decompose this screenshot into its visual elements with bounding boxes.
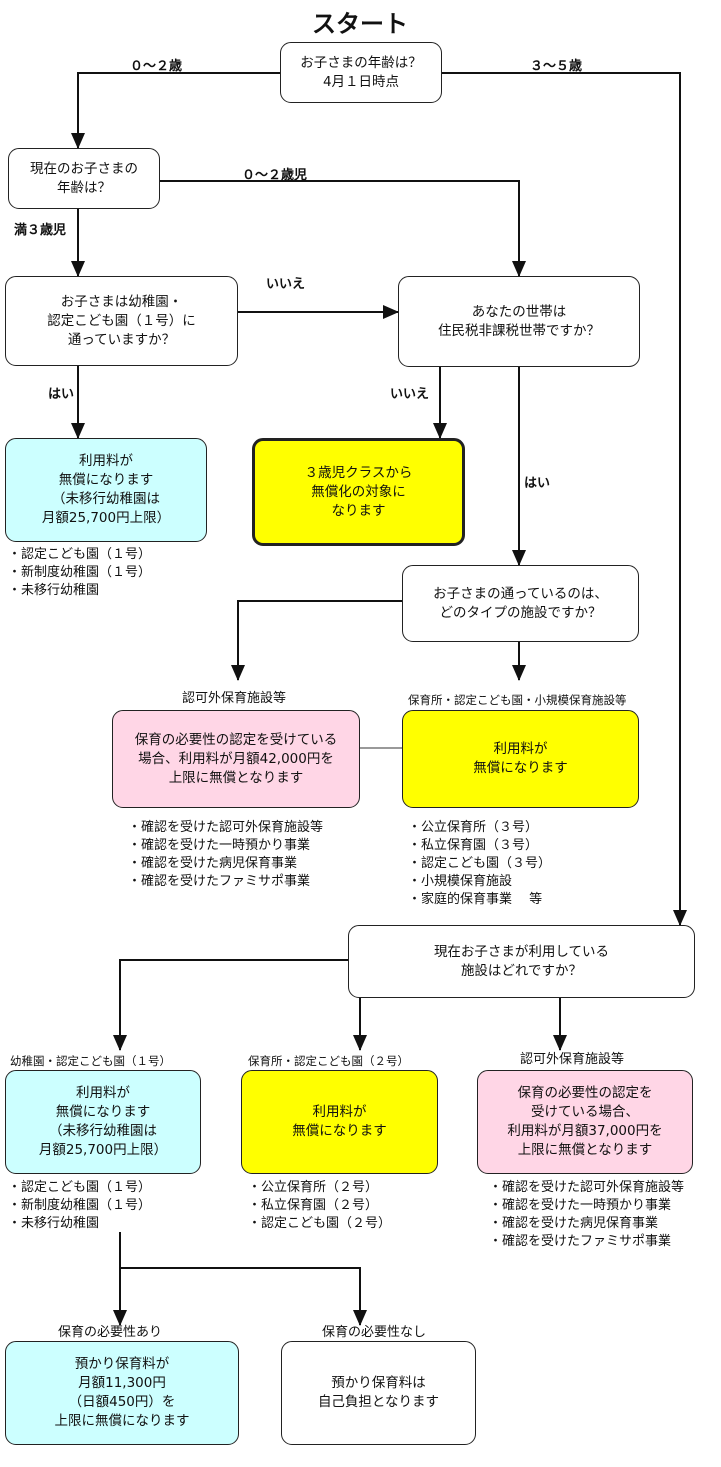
question-kindergarten: お子さまは幼稚園・ 認定こども園（１号）に 通っていますか？ [5,276,238,366]
edge-to-unlicensed-a [231,600,402,681]
category-nursery-b: 保育所・認定こども園（２号） [248,1054,409,1068]
result-childcare-11300: 預かり保育料が 月額11,300円 （日額450円）を 上限に無償になります [5,1341,239,1445]
label-child-0-2: ０～２歳児 [242,168,308,183]
edge-age-0-2 [71,72,280,149]
label-full-3: 満３歳児 [14,223,67,238]
label-tax-no: いいえ [390,387,430,402]
label-tax-yes: はい [524,476,551,491]
result-unlicensed-37000: 保育の必要性の認定を 受けている場合、 利用料が月額37,000円を 上限に無償… [477,1070,693,1174]
edge-age-3-5 [442,72,687,926]
label-age-0-2: ０～２歳 [130,59,183,74]
edge-child-0-2 [160,180,526,277]
list-kindergarten-2: ・認定こども園（１号） ・新制度幼稚園（１号） ・未移行幼稚園 [8,1180,152,1231]
result-free-nursery-a: 利用料が 無償になります [402,710,639,808]
category-unlicensed-b: 認可外保育施設等 [520,1052,625,1067]
list-nursery-a: ・公立保育所（３号） ・私立保育園（３号） ・認定こども園（３号） ・小規模保育… [408,820,552,907]
label-need-yes: 保育の必要性あり [58,1325,163,1340]
question-age: お子さまの年齢は？ 4月１日時点 [280,42,442,103]
question-current-facility: 現在お子さまが利用している 施設はどれですか？ [348,925,695,998]
category-nursery-a: 保育所・認定こども園・小規模保育施設等 [408,693,627,707]
result-unlicensed-42000: 保育の必要性の認定を受けている 場合、利用料が月額42,000円を 上限に無償と… [112,710,360,808]
result-free-kindergarten-1: 利用料が 無償になります （未移行幼稚園は 月額25,700円上限） [5,438,207,542]
result-free-kindergarten-2: 利用料が 無償になります （未移行幼稚園は 月額25,700円上限） [5,1070,201,1174]
question-tax-exempt: あなたの世帯は 住民税非課税世帯ですか？ [398,276,640,367]
category-unlicensed-a: 認可外保育施設等 [182,691,287,706]
label-age-3-5: ３～５歳 [530,59,583,74]
list-unlicensed-a: ・確認を受けた認可外保育施設等 ・確認を受けた一時預かり事業 ・確認を受けた病児… [128,820,324,889]
list-nursery-b: ・公立保育所（２号） ・私立保育園（２号） ・認定こども園（２号） [248,1180,392,1231]
result-self-pay: 預かり保育料は 自己負担となります [281,1341,476,1445]
list-unlicensed-b: ・確認を受けた認可外保育施設等 ・確認を受けた一時預かり事業 ・確認を受けた病児… [489,1180,685,1249]
label-kinder-yes: はい [48,387,75,402]
label-kinder-no: いいえ [266,277,306,292]
list-kindergarten-1: ・認定こども園（１号） ・新制度幼稚園（１号） ・未移行幼稚園 [8,547,152,598]
label-need-no: 保育の必要性なし [322,1325,427,1340]
edge-to-kinder-b [113,959,348,1051]
category-kindergarten-b: 幼稚園・認定こども園（１号） [10,1054,171,1068]
result-free-nursery-b: 利用料が 無償になります [241,1070,438,1174]
question-facility-type: お子さまの通っているのは、 どのタイプの施設ですか？ [402,565,639,642]
edge-need-no [120,1267,367,1326]
result-free-from-age3: ３歳児クラスから 無償化の対象に なります [252,438,465,546]
question-current-age: 現在のお子さまの 年齢は？ [8,148,160,209]
flowchart-title: スタート [312,10,408,38]
